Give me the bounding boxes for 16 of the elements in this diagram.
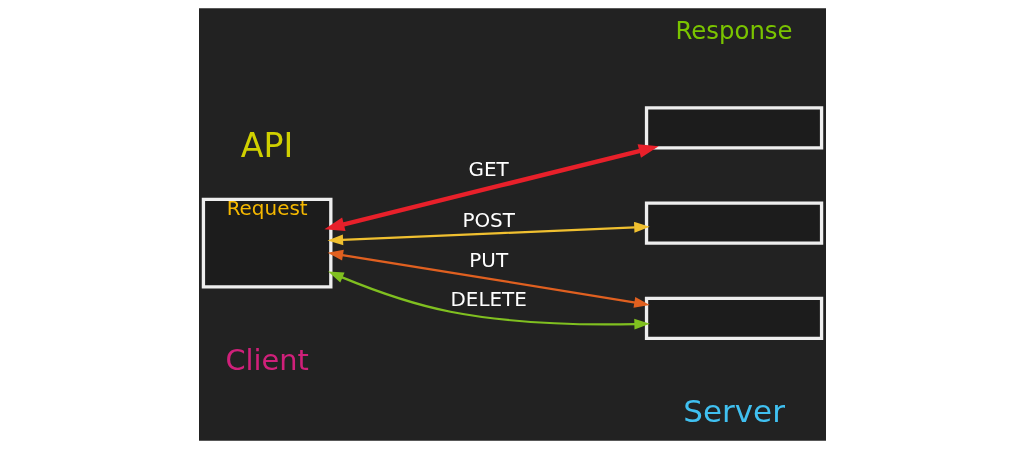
- edge-label: POST: [461, 208, 515, 232]
- arrow: [323, 144, 659, 232]
- arrow: [327, 221, 650, 246]
- label: API: [240, 126, 293, 166]
- node-label: Client: [224, 342, 309, 377]
- node-box: [644, 106, 823, 150]
- label: Server: [682, 393, 785, 430]
- edge-label: GET: [468, 157, 509, 181]
- edge-label: PUT: [468, 248, 508, 272]
- node-box: [644, 201, 823, 245]
- label: Response: [675, 15, 793, 45]
- arrow: [327, 271, 650, 330]
- edge-label: DELETE: [450, 287, 527, 311]
- node-box: Request: [201, 197, 332, 289]
- arrow: [327, 249, 650, 308]
- node-box: [644, 296, 823, 340]
